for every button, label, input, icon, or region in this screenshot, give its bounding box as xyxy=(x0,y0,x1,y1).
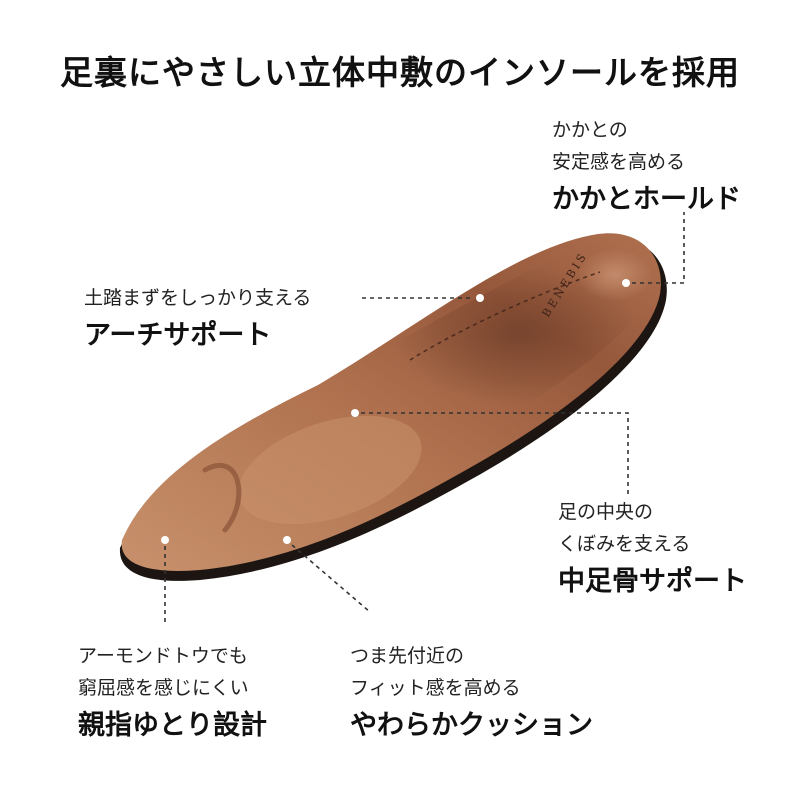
heel-hold-line2: 安定感を高める xyxy=(552,151,686,173)
toe-room-line1: アーモンドトウでも xyxy=(78,645,248,667)
arch-point-dot xyxy=(476,294,484,302)
toe-room-line2: 窮屈感を感じにくい xyxy=(78,677,249,699)
metatarsal-support-title: 中足骨サポート xyxy=(558,566,747,597)
arch-support-line1: 土踏まずをしっかり支える xyxy=(84,287,312,309)
metatarsal-leader-line xyxy=(361,412,629,495)
cushion-point-dot xyxy=(283,536,291,544)
toe-point-dot xyxy=(161,536,169,544)
heel-point-dot xyxy=(622,279,630,287)
soft-cushion-line2: フィット感を高める xyxy=(350,677,521,699)
arch-support-title: アーチサポート xyxy=(84,320,272,351)
metatarsal-point-dot xyxy=(351,409,359,417)
metatarsal-support-line1: 足の中央の xyxy=(558,501,654,523)
soft-cushion-line1: つま先付近の xyxy=(350,645,465,667)
heel-hold-title: かかとホールド xyxy=(552,184,741,215)
metatarsal-support-callout: 足の中央の くぼみを支える 中足骨サポート xyxy=(558,496,747,602)
toe-room-callout: アーモンドトウでも 窮屈感を感じにくい 親指ゆとり設計 xyxy=(78,640,267,746)
arch-stitching xyxy=(409,271,601,361)
heel-leader-line xyxy=(632,212,685,284)
page-headline: 足裏にやさしい立体中敷のインソールを採用 xyxy=(60,53,740,92)
arch-support-callout: 土踏まずをしっかり支える アーチサポート xyxy=(84,282,311,356)
heel-hold-callout: かかとの 安定感を高める かかとホールド xyxy=(552,114,741,220)
toe-room-title: 親指ゆとり設計 xyxy=(78,710,267,741)
cushion-leader-line xyxy=(291,544,371,613)
heel-hold-line1: かかとの xyxy=(552,119,628,141)
soft-cushion-callout: つま先付近の フィット感を高める やわらかクッション xyxy=(350,640,593,746)
soft-cushion-title: やわらかクッション xyxy=(350,710,593,741)
metatarsal-support-line2: くぼみを支える xyxy=(558,533,691,555)
